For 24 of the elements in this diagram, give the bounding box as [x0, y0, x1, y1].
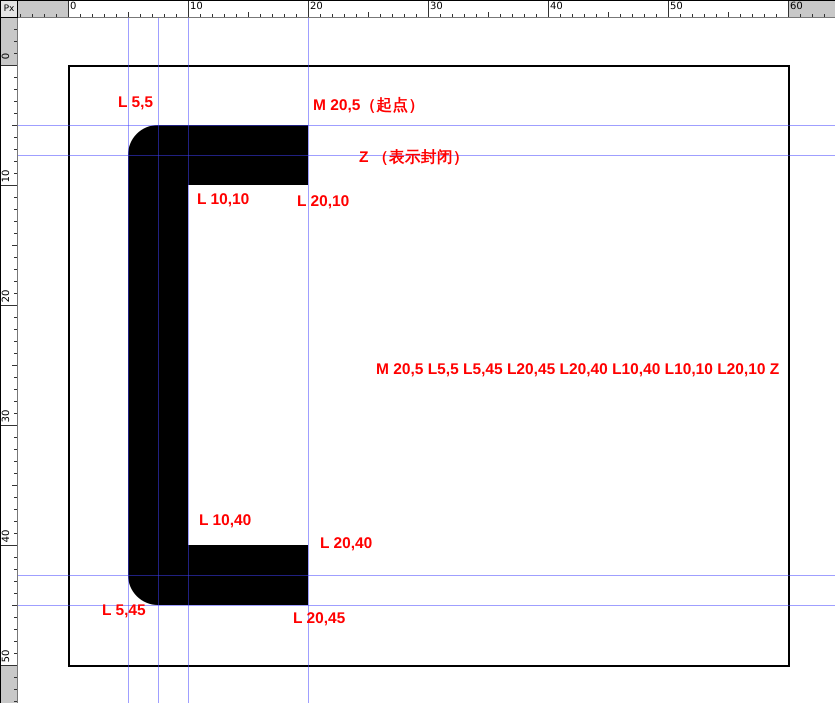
coordinate-label: L 20,10: [297, 193, 350, 211]
unit-label: Px: [0, 0, 18, 18]
coordinate-label: Z （表示封闭）: [359, 149, 469, 167]
ruler-number: 60: [790, 2, 803, 12]
ruler-number: 0: [2, 52, 12, 60]
ruler-number: 40: [550, 2, 563, 12]
coordinate-label: L 20,40: [320, 535, 372, 553]
ruler-number: 20: [310, 2, 323, 12]
ruler-number: 30: [430, 2, 443, 12]
coordinate-label: L 10,40: [199, 512, 252, 530]
ruler-number: 0: [70, 2, 76, 12]
ruler-number: 50: [670, 2, 683, 12]
ruler-number: 20: [2, 290, 12, 302]
coordinate-label: L 5,45: [102, 602, 146, 620]
ruler-number: 30: [2, 410, 12, 422]
ruler-number: 40: [2, 530, 12, 542]
coordinate-label: L 5,5: [118, 94, 154, 112]
coordinate-label: L 10,10: [197, 191, 250, 209]
ruler-number: 10: [190, 2, 203, 12]
coordinate-label: L 20,45: [293, 610, 346, 628]
ruler-number: 50: [2, 650, 12, 662]
coordinate-label: M 20,5（起点）: [313, 97, 424, 115]
ruler-number: 10: [2, 170, 12, 182]
path-data-text: M 20,5 L5,5 L5,45 L20,45 L20,40 L10,40 L10,10 L20,10 Z: [376, 361, 780, 379]
